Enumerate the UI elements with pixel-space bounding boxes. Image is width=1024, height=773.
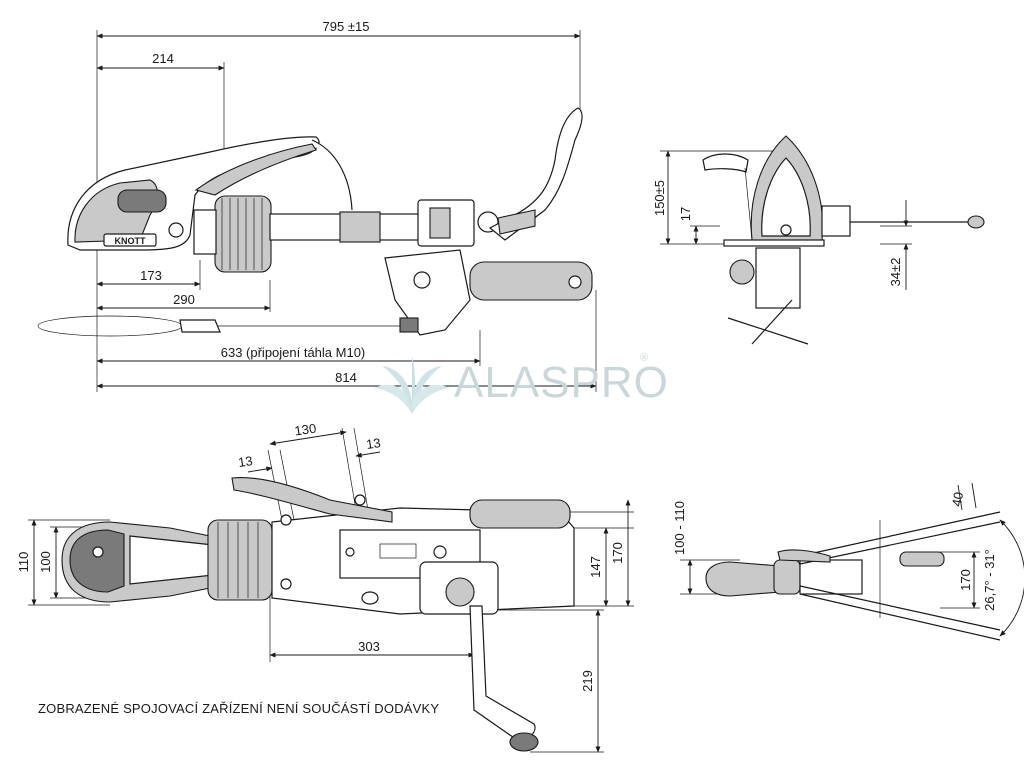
plan-clamp-lever — [469, 605, 536, 743]
dim-173: 173 — [140, 268, 162, 283]
linkage-nut — [413, 271, 431, 289]
plan-coupling-nose — [69, 529, 125, 593]
dim-130: 130 — [294, 421, 318, 439]
plan-bolt-a — [433, 545, 447, 559]
dim-13b: 13 — [365, 435, 381, 452]
dim-303: 303 — [358, 639, 380, 654]
angle-bellows — [773, 559, 801, 595]
housing-detail — [429, 207, 451, 239]
plan-nose-bolt — [92, 546, 104, 558]
angle-bar-lower2 — [799, 585, 1001, 631]
dim-290: 290 — [173, 292, 195, 307]
bellows-flange — [193, 209, 217, 255]
dim-170-angle: 170 — [958, 569, 973, 591]
rod-knob — [967, 215, 985, 229]
angle-arc — [999, 519, 1024, 637]
dim-100-110: 100 - 110 — [672, 501, 687, 555]
dim-633: 633 (připojení táhla M10) — [221, 345, 366, 360]
plan-view: 130 13 13 110 100 147 170 303 219 — [16, 421, 634, 753]
coupling-handle — [194, 143, 317, 196]
dim-219: 219 — [580, 670, 595, 692]
dim-814: 814 — [335, 370, 357, 385]
end-view: 150±5 17 34±2 — [652, 135, 985, 345]
drawing-caption: ZOBRAZENÉ SPOJOVACÍ ZAŘÍZENÍ NENÍ SOUČÁS… — [38, 701, 440, 716]
linkage-bracket — [384, 249, 471, 336]
dim-150: 150±5 — [652, 180, 667, 216]
angle-handle — [777, 549, 831, 563]
end-handle — [702, 153, 749, 173]
end-base — [723, 239, 825, 247]
plan-bolt-b — [345, 547, 355, 557]
cable-clip — [179, 319, 221, 333]
angle-bar-upper2 — [799, 521, 1001, 565]
plan-hole-a — [280, 514, 292, 526]
angle-coupling — [705, 561, 781, 597]
end-side-box — [821, 205, 851, 237]
dim-13a: 13 — [237, 453, 253, 470]
dim-110: 110 — [16, 552, 31, 573]
end-wheel — [729, 259, 755, 285]
plan-slot — [379, 543, 417, 559]
angle-view: 100 - 110 40 170 26,7° - 31° — [672, 482, 1024, 641]
angle-bar-upper — [799, 511, 1001, 557]
watermark-registered: ® — [640, 352, 649, 364]
angle-frame — [799, 559, 863, 595]
brand-label: KNOTT — [115, 236, 146, 246]
dim-overall-length: 795 ±15 — [323, 19, 370, 34]
watermark-text: ALASPRO — [454, 358, 669, 407]
angle-bar-lower — [799, 593, 1001, 641]
plan-hole-d — [361, 591, 379, 605]
dim-214: 214 — [152, 51, 174, 66]
gas-spring — [469, 261, 593, 301]
plan-hole-b — [280, 578, 292, 590]
watermark-logo-icon — [374, 356, 450, 414]
handle-loop — [311, 139, 353, 211]
plan-clamp-tube — [445, 577, 475, 607]
hand-brake-lever — [488, 107, 583, 241]
handle-bolt — [168, 222, 184, 238]
plan-hole-c — [354, 494, 366, 506]
end-body-face — [761, 157, 811, 237]
plan-gas-spring — [469, 499, 571, 529]
angle-gas-spring — [899, 551, 945, 567]
brand-plate — [103, 233, 157, 247]
spring-eye — [568, 275, 582, 289]
end-linkage — [755, 247, 801, 309]
dim-40: 40 — [949, 491, 966, 508]
cable-loop — [37, 315, 183, 337]
lever-grip — [497, 209, 536, 235]
watermark: ALASPRO ® — [372, 352, 668, 422]
end-crossbar-a — [727, 317, 809, 345]
end-crossbar-b — [751, 299, 793, 345]
plan-lever-grip — [509, 732, 539, 752]
dim-angle: 26,7° - 31° — [982, 549, 997, 611]
dim-17: 17 — [678, 207, 693, 221]
dim-34: 34±2 — [888, 258, 903, 287]
drawbar-sleeve — [339, 211, 381, 243]
dim-170: 170 — [610, 542, 625, 564]
plan-brake-handle — [231, 477, 393, 523]
plan-bellows — [207, 519, 273, 601]
end-bolt — [780, 224, 792, 236]
cable-anchor — [399, 317, 419, 333]
side-view: 795 ±15 214 173 290 633 (připojení táhla… — [37, 19, 597, 392]
dim-40-line — [957, 484, 963, 511]
coupling-window — [117, 189, 167, 213]
dim-100: 100 — [38, 551, 53, 573]
dim-147: 147 — [588, 556, 603, 578]
bellows — [214, 195, 272, 273]
